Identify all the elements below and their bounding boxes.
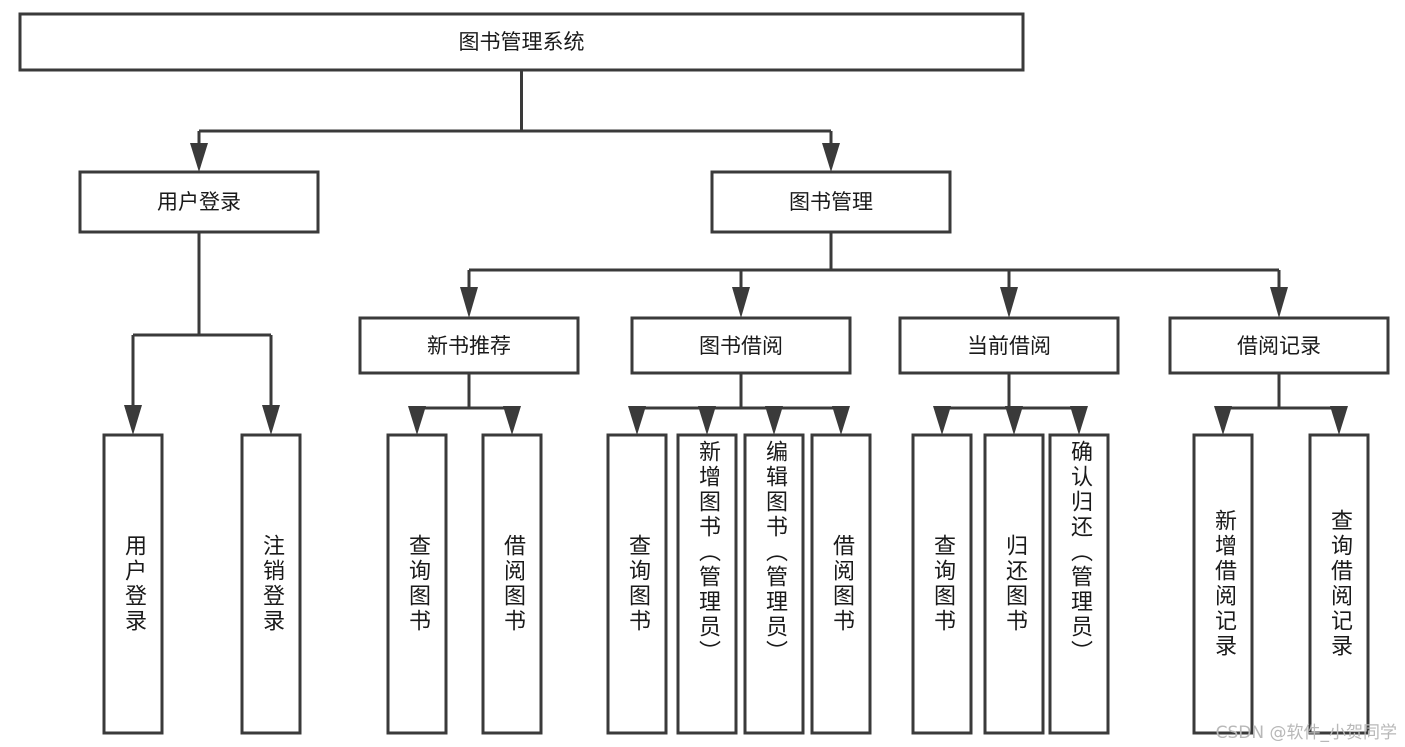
node-current-borrow-label: 当前借阅 [967, 334, 1051, 358]
arrow-head-icon [1270, 287, 1288, 318]
node-root[interactable]: 图书管理系统 [18, 12, 1025, 72]
arrow-head-icon [933, 406, 951, 435]
node-book-manage[interactable]: 图书管理 [710, 170, 952, 234]
arrow-head-icon [124, 405, 142, 435]
connector-new-book-rec-to-leaves [408, 373, 521, 435]
arrow-head-icon [1214, 406, 1232, 435]
arrow-head-icon [628, 406, 646, 435]
leaf-box-edit-book-admin[interactable] [743, 433, 805, 735]
arrow-head-icon [832, 406, 850, 435]
arrow-head-icon [1330, 406, 1348, 435]
leaf-box-borrow-book-rec[interactable] [481, 433, 543, 735]
leaf-boxes [102, 433, 1370, 735]
node-current-borrow[interactable]: 当前借阅 [898, 316, 1120, 375]
leaf-box-query-book-cur[interactable] [911, 433, 973, 735]
node-book-manage-label: 图书管理 [789, 190, 873, 214]
node-borrow-record-label: 借阅记录 [1237, 334, 1321, 358]
leaf-box-return-book[interactable] [983, 433, 1045, 735]
leaf-box-query-borrow-rec[interactable] [1308, 433, 1370, 735]
node-root-label: 图书管理系统 [459, 30, 585, 54]
arrow-head-icon [822, 143, 840, 172]
connector-root-to-level1 [190, 70, 840, 172]
connector-book-manage-to-level2 [460, 232, 1288, 318]
csdn-watermark: CSDN @软件_小贺同学 [1215, 723, 1397, 743]
arrow-head-icon [698, 406, 716, 435]
leaf-box-user-logout[interactable] [240, 433, 302, 735]
arrow-head-icon [262, 405, 280, 435]
node-new-book-rec-label: 新书推荐 [427, 334, 511, 358]
leaf-box-add-book-admin[interactable] [676, 433, 738, 735]
node-book-borrow[interactable]: 图书借阅 [630, 316, 852, 375]
arrow-head-icon [408, 406, 426, 435]
node-new-book-rec[interactable]: 新书推荐 [358, 316, 580, 375]
node-user-login[interactable]: 用户登录 [78, 170, 320, 234]
arrow-head-icon [503, 406, 521, 435]
connector-user-login-to-leaves [124, 232, 280, 435]
arrow-head-icon [732, 287, 750, 318]
connector-current-borrow-to-leaves [933, 373, 1088, 435]
leaf-box-confirm-return[interactable] [1048, 433, 1110, 735]
arrow-head-icon [1005, 406, 1023, 435]
arrow-head-icon [1070, 406, 1088, 435]
arrow-head-icon [1000, 287, 1018, 318]
leaf-box-borrow-book[interactable] [810, 433, 872, 735]
arrow-head-icon [460, 287, 478, 318]
leaf-box-add-borrow-rec[interactable] [1192, 433, 1254, 735]
leaf-box-user-login[interactable] [102, 433, 164, 735]
connector-borrow-record-to-leaves [1214, 373, 1348, 435]
arrow-head-icon [765, 406, 783, 435]
node-borrow-record[interactable]: 借阅记录 [1168, 316, 1390, 375]
leaf-box-query-book-rec[interactable] [386, 433, 448, 735]
leaf-box-query-book[interactable] [606, 433, 668, 735]
arrow-head-icon [190, 143, 208, 172]
node-user-login-label: 用户登录 [157, 190, 241, 214]
connector-book-borrow-to-leaves [628, 373, 850, 435]
node-book-borrow-label: 图书借阅 [699, 334, 783, 358]
